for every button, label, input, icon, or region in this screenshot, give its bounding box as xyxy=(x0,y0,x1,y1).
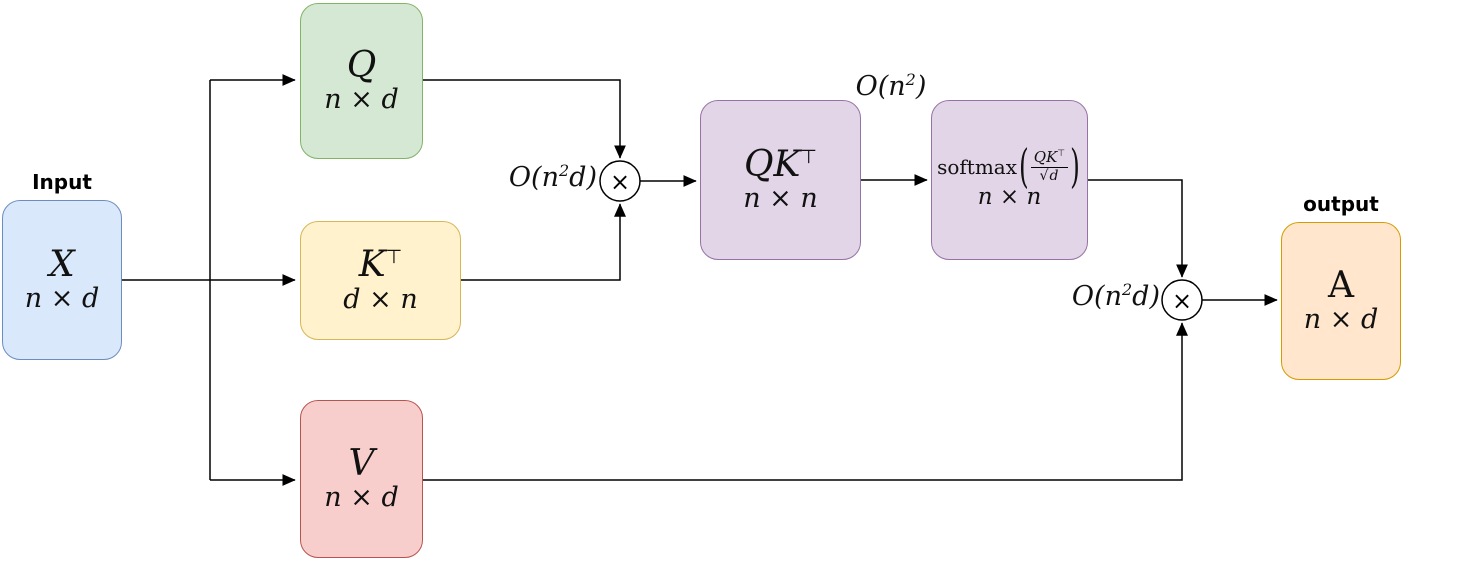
edge-key-to-matmul1 xyxy=(461,203,626,281)
fraction-denominator: √d xyxy=(1039,166,1060,184)
output-caption: output xyxy=(1303,192,1379,216)
key-symbol: K⊤ xyxy=(358,244,403,286)
transpose-symbol: ⊤ xyxy=(1057,149,1066,160)
edge-query-to-matmul1 xyxy=(423,79,626,159)
input-symbol: X xyxy=(49,243,75,285)
key-box: K⊤ d × n xyxy=(300,221,461,340)
softmax-function-name: softmax xyxy=(937,154,1018,179)
value-box: V n × d xyxy=(300,400,423,558)
close-paren: ) xyxy=(1070,140,1080,194)
input-caption: Input xyxy=(32,170,92,194)
matmul1-times-icon: × xyxy=(610,168,630,196)
query-dims: n × d xyxy=(324,84,399,116)
output-symbol: A xyxy=(1328,264,1354,306)
input-box: X n × d xyxy=(2,200,122,360)
input-dims: n × d xyxy=(24,283,100,315)
transpose-symbol: ⊤ xyxy=(800,145,817,168)
scores-dims: n × n xyxy=(743,183,818,215)
softmax-formula: softmax ( QK⊤ √d ) xyxy=(937,140,1082,194)
softmax-dims: n × n xyxy=(977,184,1042,211)
output-dims: n × d xyxy=(1303,304,1379,336)
softmax-box: softmax ( QK⊤ √d ) n × n xyxy=(931,100,1088,260)
matmul2-node xyxy=(1161,279,1203,321)
attention-scores-box: QK⊤ n × n xyxy=(700,100,861,260)
transpose-symbol: ⊤ xyxy=(385,246,403,269)
value-dims: n × d xyxy=(324,482,399,514)
scores-complexity-label: O(n2) xyxy=(855,70,927,102)
matmul1-node xyxy=(599,160,641,202)
query-symbol: Q xyxy=(346,44,377,86)
key-dims: d × n xyxy=(343,283,418,315)
query-box: Q n × d xyxy=(300,3,423,159)
scores-symbol: QK⊤ xyxy=(744,143,817,185)
sqrt-icon: √ xyxy=(1039,167,1049,184)
matmul2-times-icon: × xyxy=(1172,287,1192,315)
open-paren: ( xyxy=(1019,140,1029,194)
softmax-fraction: QK⊤ √d xyxy=(1030,149,1069,184)
output-box: A n × d xyxy=(1281,222,1401,380)
value-symbol: V xyxy=(348,442,375,484)
matmul2-complexity-label: O(n2d) xyxy=(1071,280,1160,312)
fraction-numerator: QK⊤ xyxy=(1030,149,1069,168)
edge-softmax-to-matmul2 xyxy=(1088,179,1188,278)
edge-value-to-matmul2 xyxy=(423,322,1188,481)
matmul1-complexity-label: O(n2d) xyxy=(508,161,597,193)
